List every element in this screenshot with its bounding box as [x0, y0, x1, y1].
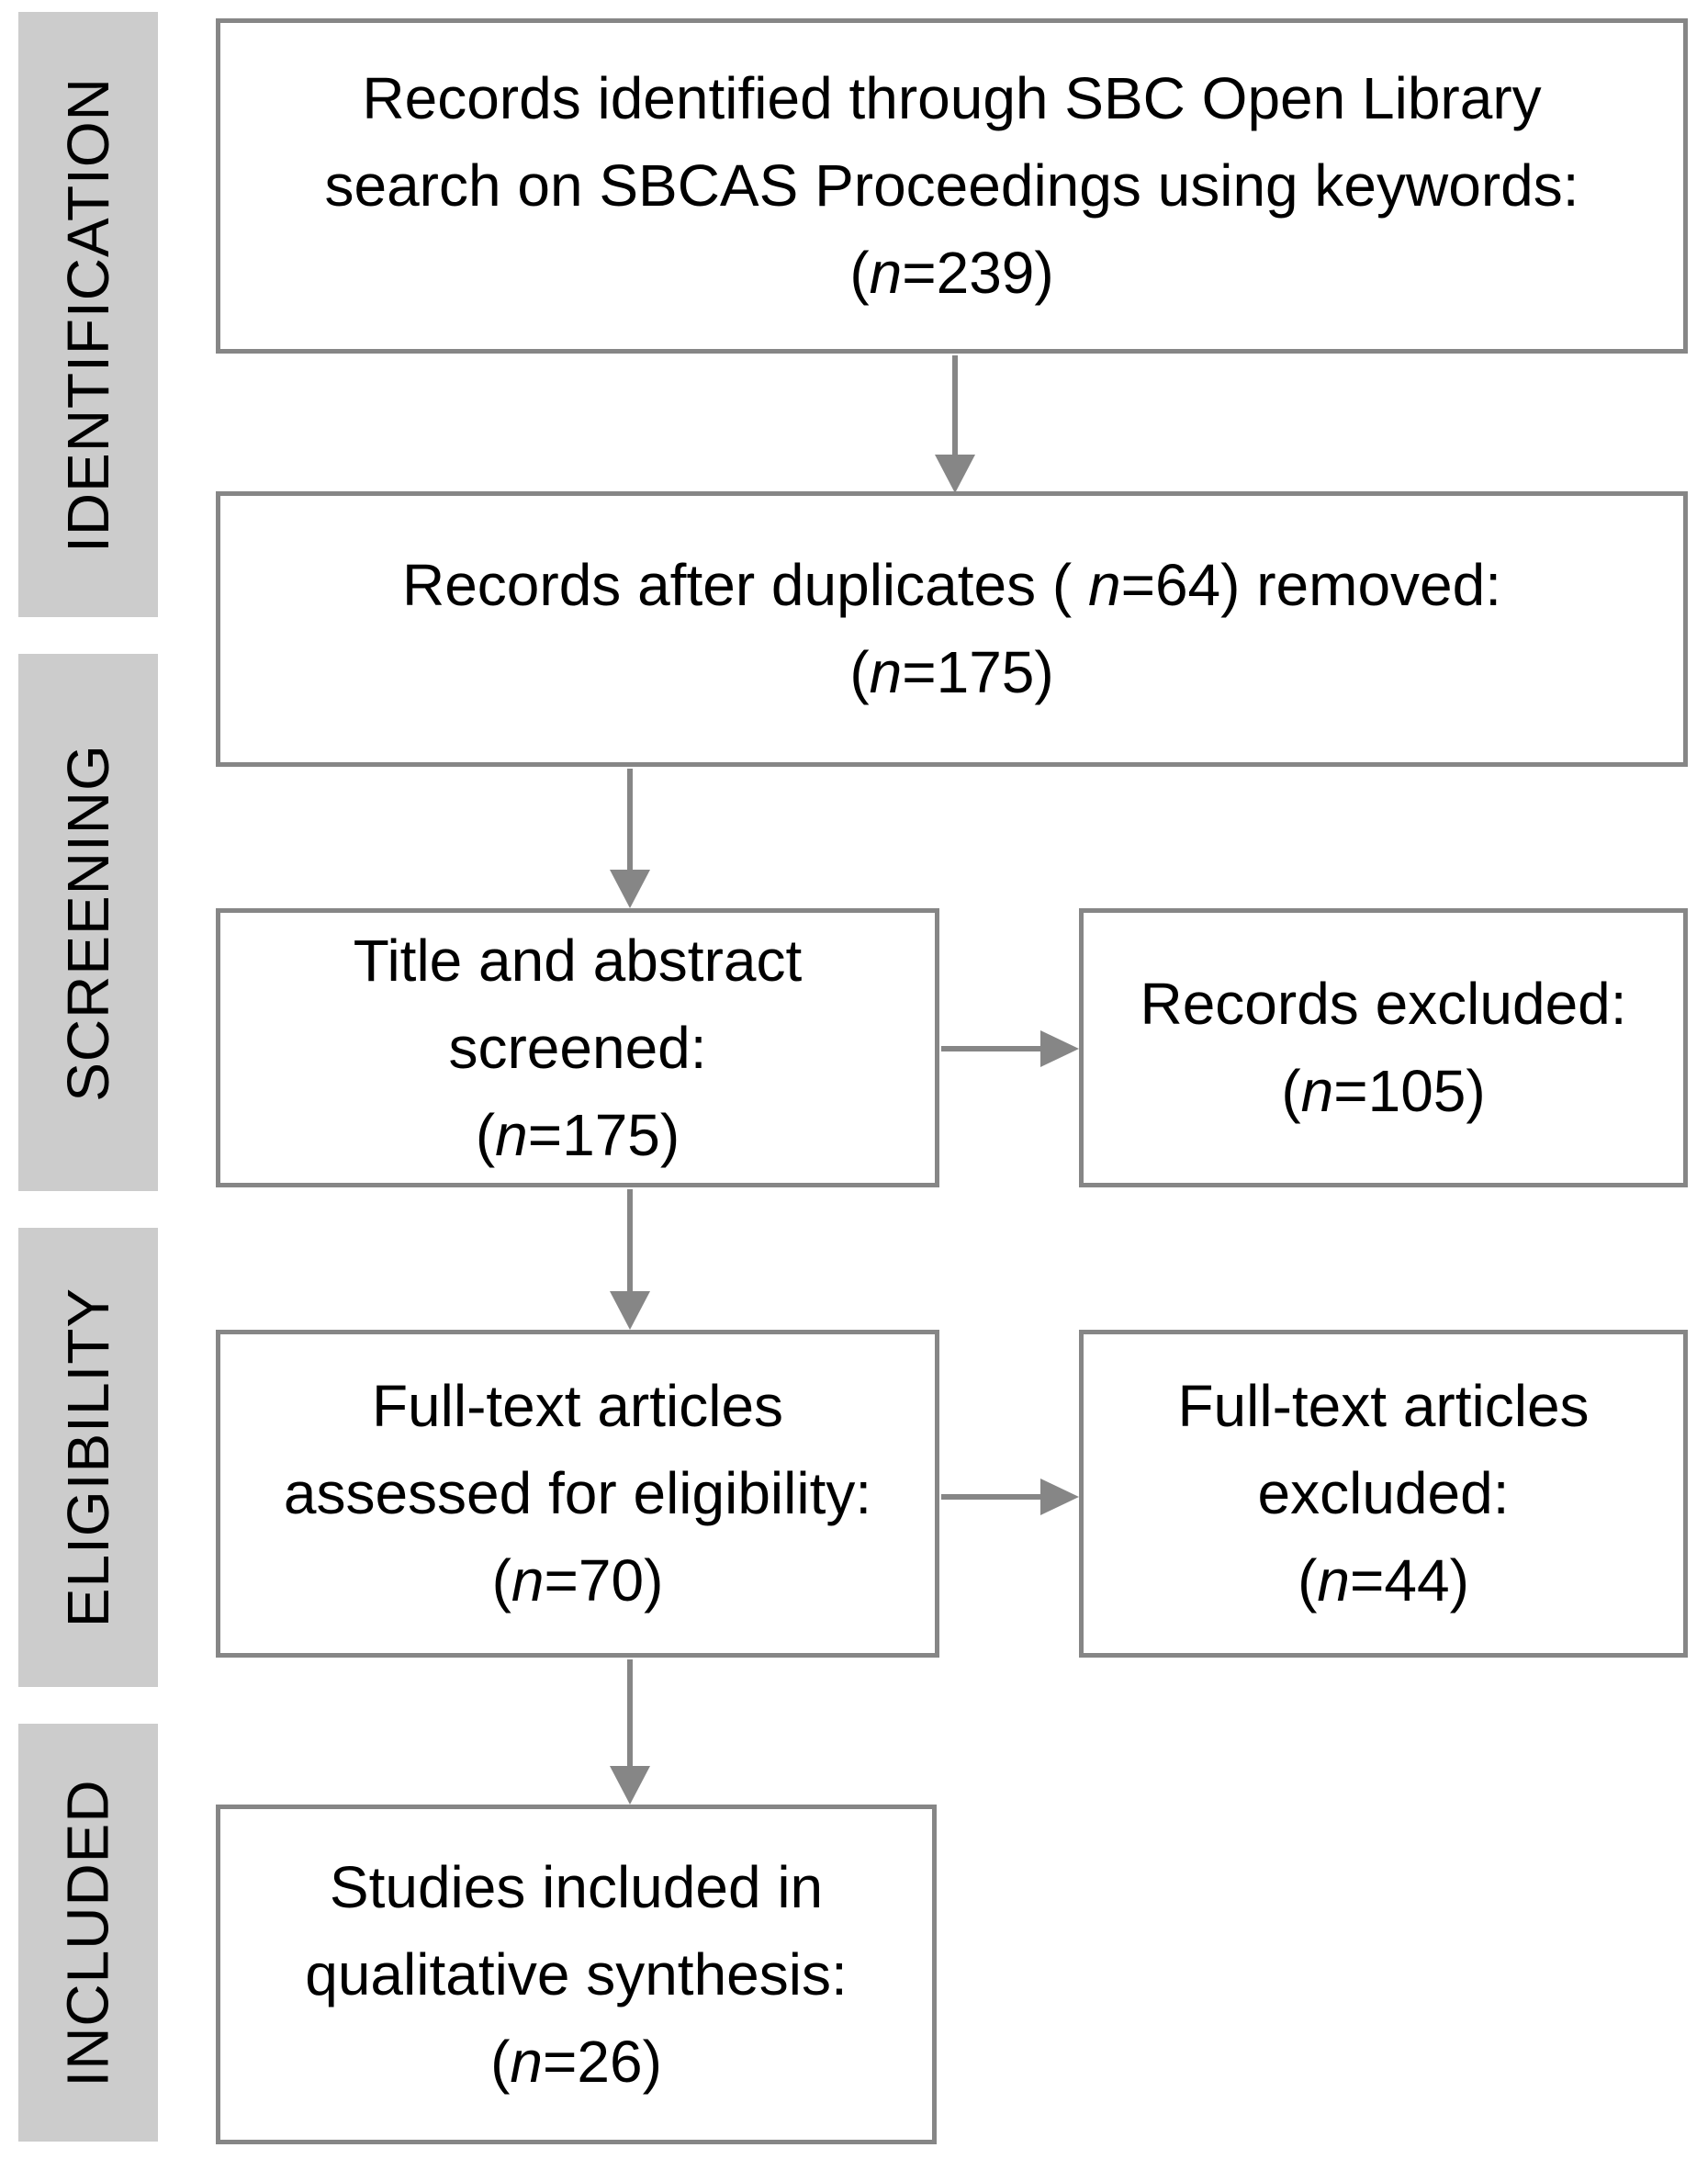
- flow-box-title-abstract-screened: Title and abstract screened: (n=175): [216, 908, 939, 1187]
- stage-label-eligibility: ELIGIBILITY: [55, 1287, 121, 1628]
- stage-strip-eligibility: ELIGIBILITY: [18, 1228, 158, 1687]
- text-segment: =26): [543, 2028, 662, 2095]
- text-segment: (: [490, 2028, 511, 2095]
- arrow-screened-to-excluded-shaft: [941, 1046, 1042, 1051]
- arrow-fulltext-to-included-shaft: [627, 1659, 633, 1770]
- box-text-line: (n=239): [849, 230, 1053, 317]
- text-segment: Full-text articles: [1177, 1373, 1590, 1439]
- arrow-down-icon: [610, 1291, 650, 1330]
- text-segment: =239): [902, 240, 1054, 306]
- text-segment: (: [849, 240, 870, 306]
- text-segment: =70): [544, 1547, 664, 1614]
- box-text-line: Title and abstract: [354, 917, 803, 1005]
- text-segment: Records identified through SBC Open Libr…: [362, 65, 1542, 131]
- text-segment: Studies included in: [329, 1853, 824, 1920]
- stage-strip-screening: SCREENING: [18, 654, 158, 1191]
- text-segment: Full-text articles: [371, 1373, 784, 1439]
- text-segment: Records after duplicates (: [401, 552, 1088, 618]
- arrow-right-icon: [1040, 1030, 1079, 1067]
- text-segment: Title and abstract: [353, 927, 803, 994]
- n-variable: n: [1300, 1058, 1334, 1124]
- stage-label-identification: IDENTIFICATION: [55, 76, 121, 553]
- n-variable: n: [511, 1547, 545, 1614]
- box-text-line: Records identified through SBC Open Libr…: [362, 55, 1541, 142]
- box-text-line: (n=175): [476, 1092, 680, 1179]
- n-variable: n: [495, 1101, 528, 1168]
- text-segment: =44): [1350, 1547, 1469, 1614]
- n-variable: n: [869, 240, 903, 306]
- stage-label-included: INCLUDED: [55, 1778, 121, 2087]
- text-segment: =105): [1333, 1058, 1486, 1124]
- text-segment: =64) removed:: [1120, 552, 1502, 618]
- arrow-duplicates-to-screened-shaft: [627, 769, 633, 871]
- arrow-down-icon: [610, 870, 650, 908]
- text-segment: search on SBCAS Proceedings using keywor…: [324, 152, 1579, 219]
- flow-box-records-after-duplicates: Records after duplicates ( n=64) removed…: [216, 491, 1688, 767]
- box-text-line: Records excluded:: [1140, 961, 1626, 1048]
- text-segment: assessed for eligibility:: [283, 1460, 872, 1526]
- box-text-line: Full-text articles: [372, 1363, 783, 1450]
- text-segment: excluded:: [1257, 1460, 1510, 1526]
- arrow-right-icon: [1040, 1479, 1079, 1515]
- text-segment: (: [1281, 1058, 1301, 1124]
- box-text-line: assessed for eligibility:: [284, 1450, 871, 1537]
- arrow-down-icon: [935, 455, 975, 493]
- n-variable: n: [510, 2028, 544, 2095]
- text-segment: (: [491, 1547, 511, 1614]
- arrow-fulltext-to-excluded-shaft: [941, 1494, 1042, 1500]
- n-variable: n: [1087, 552, 1121, 618]
- box-text-line: screened:: [448, 1005, 706, 1092]
- box-text-line: (n=70): [492, 1537, 664, 1625]
- arrow-identified-to-duplicates-shaft: [952, 355, 958, 456]
- text-segment: =175): [902, 639, 1054, 705]
- stage-label-screening: SCREENING: [55, 743, 121, 1102]
- arrow-down-icon: [610, 1766, 650, 1805]
- text-segment: =175): [527, 1101, 680, 1168]
- box-text-line: qualitative synthesis:: [305, 1931, 848, 2018]
- arrow-screened-to-fulltext-shaft: [627, 1189, 633, 1293]
- text-segment: (: [1298, 1547, 1318, 1614]
- box-text-line: (n=175): [849, 629, 1053, 716]
- text-segment: qualitative synthesis:: [305, 1940, 848, 2007]
- box-text-line: (n=44): [1298, 1537, 1469, 1625]
- box-text-line: Full-text articles: [1177, 1363, 1589, 1450]
- n-variable: n: [1317, 1547, 1351, 1614]
- text-segment: (: [475, 1101, 496, 1168]
- box-text-line: excluded:: [1258, 1450, 1510, 1537]
- box-text-line: (n=26): [490, 2018, 662, 2106]
- flow-box-studies-included: Studies included in qualitative synthesis…: [216, 1805, 937, 2144]
- stage-strip-identification: IDENTIFICATION: [18, 12, 158, 617]
- box-text-line: (n=105): [1281, 1048, 1485, 1135]
- text-segment: Records excluded:: [1140, 971, 1627, 1037]
- box-text-line: search on SBCAS Proceedings using keywor…: [324, 142, 1579, 230]
- flow-box-fulltext-assessed: Full-text articles assessed for eligibili…: [216, 1330, 939, 1658]
- text-segment: screened:: [448, 1014, 707, 1081]
- box-text-line: Studies included in: [330, 1844, 823, 1931]
- text-segment: (: [849, 639, 870, 705]
- flow-box-records-excluded: Records excluded: (n=105): [1079, 908, 1688, 1187]
- n-variable: n: [869, 639, 903, 705]
- stage-strip-included: INCLUDED: [18, 1724, 158, 2142]
- flow-box-records-identified: Records identified through SBC Open Libr…: [216, 18, 1688, 354]
- flow-box-fulltext-excluded: Full-text articles excluded: (n=44): [1079, 1330, 1688, 1658]
- box-text-line: Records after duplicates ( n=64) removed…: [402, 542, 1501, 629]
